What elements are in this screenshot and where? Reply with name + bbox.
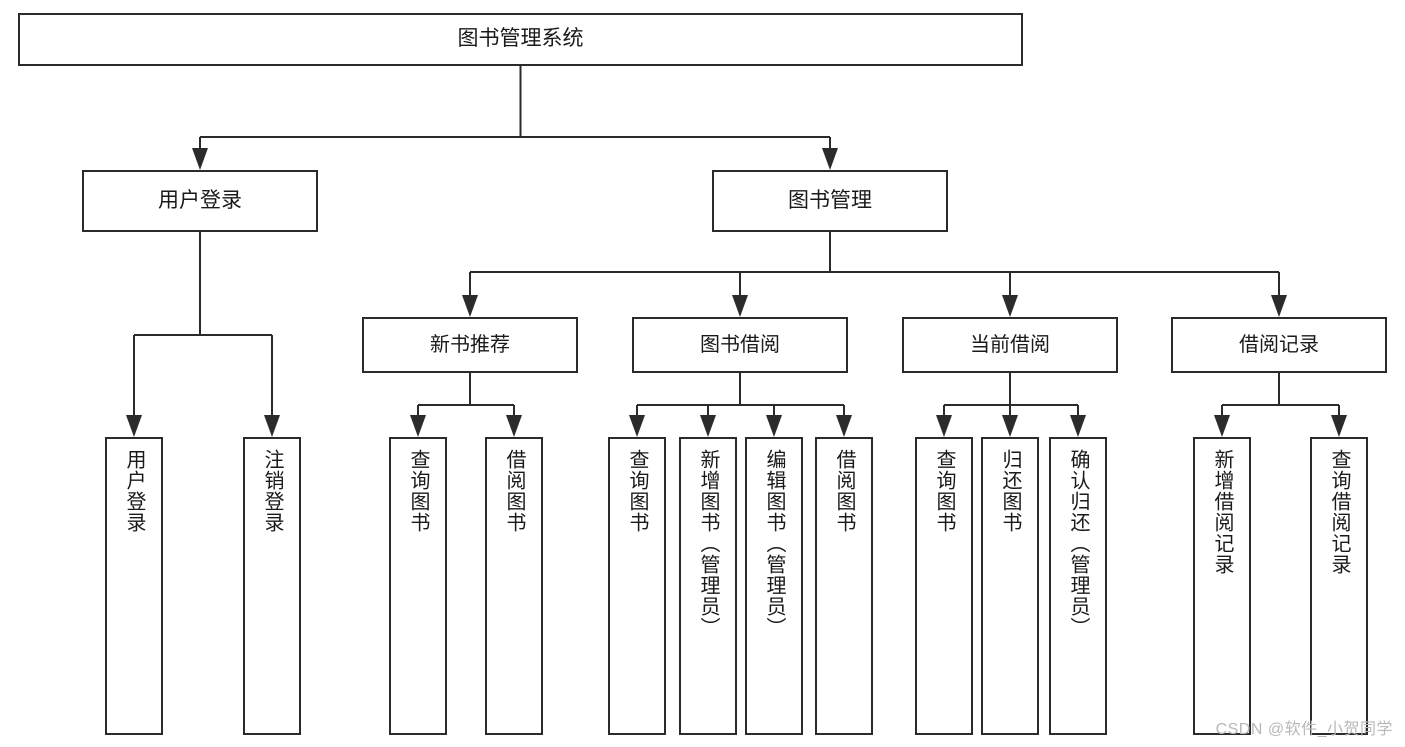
arrow-icon-b-borrow [836, 415, 852, 437]
node-label: 新增借阅记录 [1211, 449, 1233, 575]
node-login[interactable]: 用户登录 [82, 170, 318, 232]
node-label: 确认归还（管理员） [1067, 449, 1089, 638]
node-label: 查询图书 [933, 449, 955, 533]
arrow-icon-c-return [1002, 415, 1018, 437]
arrow-icon-l-login [126, 415, 142, 437]
node-label: 注销登录 [261, 449, 283, 533]
node-c-return[interactable]: 归还图书 [981, 437, 1039, 735]
arrow-icon-c-query [936, 415, 952, 437]
arrow-icon-b-query [629, 415, 645, 437]
node-c-query[interactable]: 查询图书 [915, 437, 973, 735]
arrow-icon-r-add [1214, 415, 1230, 437]
arrow-icon-bookmgmt [822, 148, 838, 170]
node-label: 用户登录 [123, 449, 145, 533]
node-b-borrow[interactable]: 借阅图书 [815, 437, 873, 735]
node-b-edit[interactable]: 编辑图书（管理员） [745, 437, 803, 735]
node-b-add[interactable]: 新增图书（管理员） [679, 437, 737, 735]
node-label: 图书管理系统 [457, 27, 584, 51]
node-r-query[interactable]: 查询借阅记录 [1310, 437, 1368, 735]
arrow-icon-l-logout [264, 415, 280, 437]
arrow-icon-n-borrow [506, 415, 522, 437]
node-borrow[interactable]: 图书借阅 [632, 317, 848, 373]
node-c-confirm[interactable]: 确认归还（管理员） [1049, 437, 1107, 735]
node-label: 查询图书 [626, 449, 648, 533]
arrow-icon-borrow [732, 295, 748, 317]
node-l-login[interactable]: 用户登录 [105, 437, 163, 735]
node-label: 查询借阅记录 [1328, 449, 1350, 575]
node-label: 用户登录 [158, 188, 242, 212]
node-label: 新增图书（管理员） [697, 449, 719, 638]
arrow-icon-c-confirm [1070, 415, 1086, 437]
arrow-icon-b-edit [766, 415, 782, 437]
node-root[interactable]: 图书管理系统 [18, 13, 1023, 66]
arrow-icon-n-query [410, 415, 426, 437]
arrow-icon-login [192, 148, 208, 170]
arrow-icon-newbook [462, 295, 478, 317]
node-current[interactable]: 当前借阅 [902, 317, 1118, 373]
arrow-icon-records [1271, 295, 1287, 317]
node-label: 借阅图书 [833, 449, 855, 533]
node-label: 借阅图书 [503, 449, 525, 533]
node-n-borrow[interactable]: 借阅图书 [485, 437, 543, 735]
node-label: 查询图书 [407, 449, 429, 533]
node-label: 图书借阅 [700, 333, 780, 356]
node-n-query[interactable]: 查询图书 [389, 437, 447, 735]
node-label: 图书管理 [788, 188, 872, 212]
arrow-icon-b-add [700, 415, 716, 437]
node-r-add[interactable]: 新增借阅记录 [1193, 437, 1251, 735]
node-records[interactable]: 借阅记录 [1171, 317, 1387, 373]
node-label: 归还图书 [999, 449, 1021, 533]
arrow-icon-current [1002, 295, 1018, 317]
node-label: 新书推荐 [430, 333, 510, 356]
arrow-icon-r-query [1331, 415, 1347, 437]
node-l-logout[interactable]: 注销登录 [243, 437, 301, 735]
node-label: 当前借阅 [970, 333, 1050, 356]
node-label: 借阅记录 [1239, 333, 1319, 356]
node-label: 编辑图书（管理员） [763, 449, 785, 638]
node-bookmgmt[interactable]: 图书管理 [712, 170, 948, 232]
node-b-query[interactable]: 查询图书 [608, 437, 666, 735]
node-newbook[interactable]: 新书推荐 [362, 317, 578, 373]
